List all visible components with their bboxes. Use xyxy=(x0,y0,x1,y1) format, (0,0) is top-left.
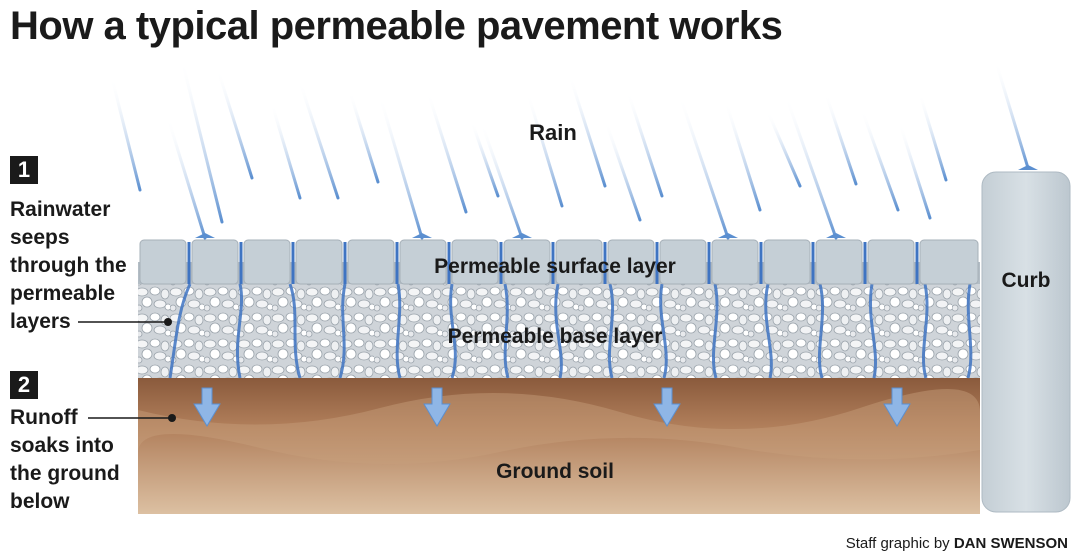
credit-prefix: Staff graphic by xyxy=(845,535,950,552)
credit-name: DAN SWENSON xyxy=(953,535,1068,552)
rain-label: Rain xyxy=(529,120,577,145)
step-1-text: Rainwater seeps through the permeable la… xyxy=(10,198,127,333)
surface-pavers xyxy=(139,239,979,285)
rain-streaks xyxy=(110,58,1030,240)
infiltration-arrows xyxy=(193,387,911,427)
paver-gaps xyxy=(187,242,919,284)
curb-label: Curb xyxy=(1002,269,1051,292)
leader-lines xyxy=(78,321,172,419)
step-2-badge: 2 xyxy=(10,371,38,399)
step-1-badge: 1 xyxy=(10,156,38,184)
page-title: How a typical permeable pavement works xyxy=(10,4,783,48)
leader-dot-1 xyxy=(164,318,172,326)
water-channels xyxy=(168,283,973,379)
base-layer-label: Permeable base layer xyxy=(448,325,663,348)
step-2-text: Runoff soaks into the ground below xyxy=(10,406,120,513)
surface-layer-label: Permeable surface layer xyxy=(434,255,676,278)
ground-soil-layer xyxy=(138,378,980,514)
leader-dot-2 xyxy=(168,414,176,422)
ground-soil-label: Ground soil xyxy=(496,460,614,483)
splash-marks xyxy=(195,165,1038,238)
curb xyxy=(981,171,1071,513)
credit-line: Staff graphic by DAN SWENSON xyxy=(846,535,1068,552)
